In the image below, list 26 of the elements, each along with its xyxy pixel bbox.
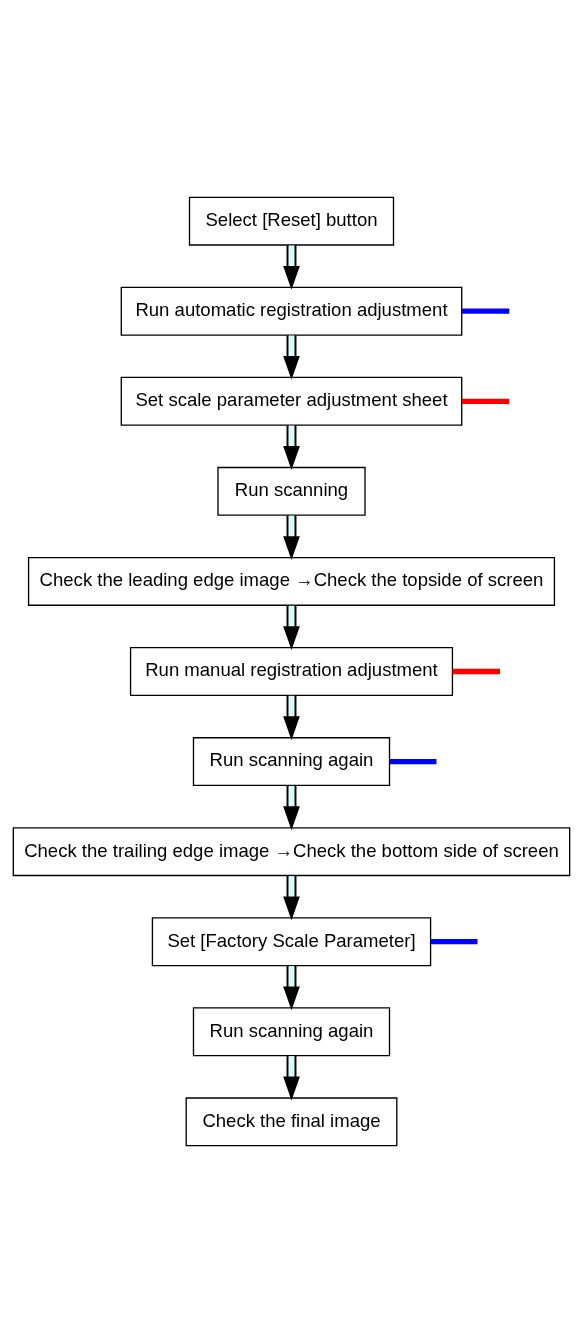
connector <box>430 938 478 944</box>
arrow <box>283 694 300 740</box>
arrow <box>283 784 300 830</box>
arrow <box>283 964 300 1010</box>
node-box: Check the final image <box>185 1096 398 1146</box>
node-box: Check the leading edge image →Check the topside of screen <box>27 556 556 606</box>
connector <box>452 668 501 674</box>
connector <box>389 758 437 764</box>
node-box: Run scanning <box>217 466 366 516</box>
connector <box>461 308 510 314</box>
arrow <box>283 874 300 920</box>
arrow <box>283 1054 300 1100</box>
node-box: Run scanning again <box>192 1006 391 1056</box>
arrow <box>283 334 300 380</box>
node-box: Run manual registration adjustment <box>129 646 454 696</box>
connector <box>461 398 510 404</box>
arrow <box>283 514 300 560</box>
node-box: Select [Reset] button <box>188 196 395 246</box>
arrow <box>283 424 300 470</box>
node-box: Check the trailing edge image →Check the bottom side of screen <box>12 826 571 876</box>
node-box: Run automatic registration adjustment <box>120 286 463 336</box>
arrow <box>283 243 300 290</box>
arrow <box>283 604 300 650</box>
node-box: Set [Factory Scale Parameter] <box>151 916 432 966</box>
node-box: Run scanning again <box>192 736 391 786</box>
node-box: Set scale parameter adjustment sheet <box>120 376 463 426</box>
